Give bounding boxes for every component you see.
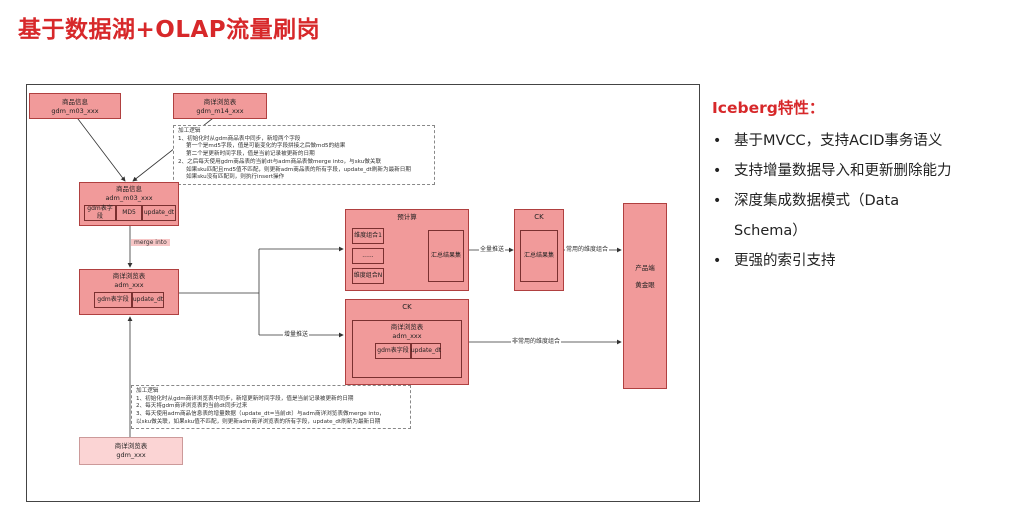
note-bottom-line: 以sku做关联，如果sku值不匹配，则更新adm商详浏览表的所有字段，updat… [136, 418, 381, 425]
ck-bottom-title: CK [402, 303, 412, 311]
field-cell: update_dt [142, 205, 176, 221]
shop-browse-source: 商详浏览表 gdm_m14_xxx [173, 93, 267, 119]
goods-info-adm-table: adm_m03_xxx [105, 193, 153, 202]
note-top-line: 如果sku匹配且md5值不匹配，则更新adm商品表的所有字段，update_dt… [186, 166, 411, 173]
iceberg-features-panel: Iceberg特性： • 基于MVCC，支持ACID事务语义 • 支持增量数据导入和… [712, 96, 1007, 276]
note-bottom-head: 加工逻辑 [136, 388, 159, 394]
goods-info-adm-title: 商品信息 [116, 185, 142, 193]
note-bottom-line: 2、每天将gdm商详浏览表的当前dt同步过来 [136, 403, 248, 410]
note-bottom-line: 1、初始化时从gdm商详浏览表中同步，新增更新时间字段，值是当前记录被更新的日期 [136, 395, 354, 402]
shop-browse-adm: 商详浏览表 adm_xxx gdm表字段 update_dt [79, 269, 179, 315]
uncommon-dims-label: 非常用的维度组合 [511, 336, 562, 345]
note-top-line: 1、初始化时从gdm商品表中同步，新增两个字段 [178, 135, 301, 142]
note-top-line: 第二个是更新时间字段，值是当前记录被更新的日期 [186, 151, 315, 158]
precompute-box: 预计算 维度组合1 ...... 维度组合N 汇总结果集 [345, 209, 469, 291]
feature-text: 基于MVCC，支持ACID事务语义 [734, 133, 943, 149]
feature-text: 支持增量数据导入和更新删除能力 [734, 163, 952, 179]
goods-info-adm: 商品信息 adm_m03_xxx gdm表字段 MD5 update_dt [79, 182, 179, 226]
increment-push-label: 增量推送 [283, 329, 310, 338]
shop-browse-source-table: gdm_m14_xxx [196, 106, 244, 115]
field-cell: update_dt [132, 292, 164, 308]
note-bottom-line: 3、每天使用adm商品信息表的增量数据（update_dt=当前dt）与adm商… [136, 411, 385, 418]
product-end-app: 黄金眼 [635, 280, 655, 289]
feature-text: 更强的索引支持 [734, 253, 836, 269]
goods-info-source: 商品信息 gdm_m03_xxx [29, 93, 121, 119]
ck-top-title: CK [534, 213, 544, 221]
note-top-line: 2、之后每天使用gdm商品表的当前dt与adm商品表做merge into，与s… [178, 158, 382, 165]
ck-bottom-inner-title: 商详浏览表 [390, 323, 424, 331]
page-title: 基于数据湖+OLAP流量刷岗 [18, 17, 321, 43]
dimension-combo: ...... [352, 248, 384, 264]
feature-item: • 深度集成数据模式（Data [712, 186, 1007, 216]
processing-note-top: 加工逻辑 1、初始化时从gdm商品表中同步，新增两个字段 第一个是md5字段，值… [173, 125, 435, 185]
merge-into-label: merge into [131, 239, 170, 246]
bullet-icon: • [713, 163, 722, 179]
field-cell: gdm表字段 [94, 292, 132, 308]
shop-browse-adm-title: 商详浏览表 [112, 272, 146, 280]
feature-text: 深度集成数据模式（Data [734, 193, 900, 209]
ck-top-box: CK 汇总结果集 [514, 209, 564, 291]
dimension-combo: 维度组合1 [352, 228, 384, 244]
processing-note-bottom: 加工逻辑 1、初始化时从gdm商详浏览表中同步，新增更新时间字段，值是当前记录被… [131, 385, 411, 429]
ck-bottom-inner: 商详浏览表 adm_xxx gdm表字段 update_dt [352, 320, 462, 378]
dimension-combo: 维度组合N [352, 268, 384, 284]
field-cell: gdm表字段 [375, 343, 411, 359]
summary-result: 汇总结果集 [428, 230, 464, 282]
ck-bottom-inner-table: adm_xxx [392, 331, 422, 340]
architecture-diagram: 商品信息 gdm_m03_xxx 商详浏览表 gdm_m14_xxx 加工逻辑 … [26, 84, 700, 502]
shop-browse-gdm: 商详浏览表 gdm_xxx [79, 437, 183, 465]
bullet-icon: • [713, 193, 722, 209]
note-top-line: 第一个是md5字段，值是可能变化的字段拼接之后做md5的结果 [186, 143, 346, 150]
note-top-line: 如果sku没有匹配到，则执行insert操作 [186, 174, 285, 181]
shop-browse-gdm-title: 商详浏览表 [114, 442, 148, 450]
full-push-label: 全量推送 [479, 244, 506, 253]
bullet-icon: • [713, 133, 722, 149]
feature-item: • 支持增量数据导入和更新删除能力 [712, 156, 1007, 186]
field-cell: update_dt [411, 343, 441, 359]
feature-text-continued: Schema） [734, 223, 807, 239]
product-end-box: 产品端 黄金眼 [623, 203, 667, 389]
note-top-head: 加工逻辑 [178, 128, 201, 134]
product-end-label: 产品端 [635, 264, 655, 272]
feature-item: • 基于MVCC，支持ACID事务语义 [712, 126, 1007, 156]
goods-info-source-title: 商品信息 [62, 98, 88, 106]
shop-browse-source-title: 商详浏览表 [203, 98, 237, 106]
shop-browse-gdm-table: gdm_xxx [116, 450, 146, 459]
goods-info-source-table: gdm_m03_xxx [51, 106, 99, 115]
ck-bottom-box: CK 商详浏览表 adm_xxx gdm表字段 update_dt [345, 299, 469, 385]
feature-item: • 更强的索引支持 [712, 246, 1007, 276]
precompute-title: 预计算 [397, 213, 417, 221]
summary-result: 汇总结果集 [520, 230, 558, 282]
field-cell: MD5 [116, 205, 142, 221]
panel-title: Iceberg特性： [712, 99, 825, 117]
common-dims-label: 常用的维度组合 [565, 244, 610, 253]
field-cell: gdm表字段 [84, 205, 116, 221]
bullet-icon: • [713, 253, 722, 269]
shop-browse-adm-table: adm_xxx [114, 280, 144, 289]
